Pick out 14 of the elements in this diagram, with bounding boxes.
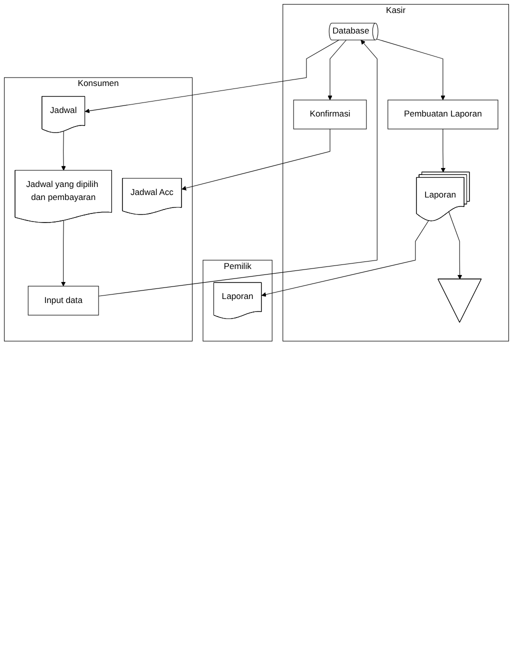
arrow (84, 40, 340, 114)
node-box: Input data (28, 286, 99, 316)
arrow (182, 128, 330, 190)
arrow (261, 220, 429, 297)
arrow (61, 220, 66, 286)
arrow (448, 212, 462, 280)
arrow (376, 38, 446, 100)
arrow (328, 40, 347, 100)
arrow (98, 40, 378, 296)
arrow (61, 131, 66, 171)
node-text: Database (332, 26, 370, 36)
node-box: Pembuatan Laporan (388, 100, 498, 130)
arrow (440, 128, 446, 172)
node-box: Konfirmasi (293, 100, 367, 130)
